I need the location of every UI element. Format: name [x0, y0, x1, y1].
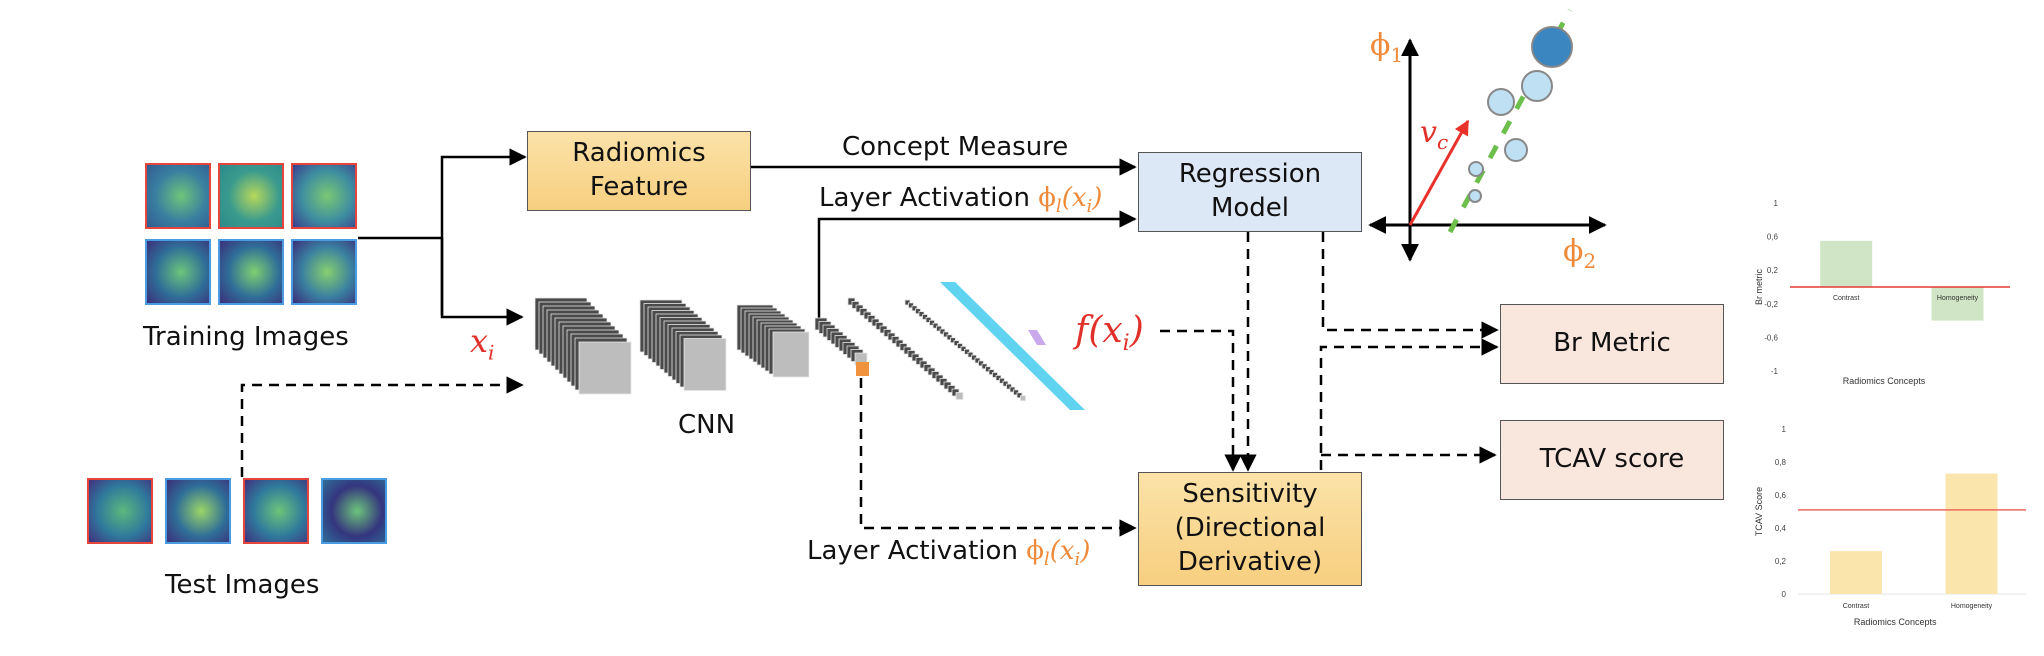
training-image-5: [218, 239, 284, 305]
radiomics-feature-box: Radiomics Feature: [527, 131, 751, 211]
bar-homogeneity: [1945, 473, 1998, 594]
bar-contrast: [1829, 551, 1882, 594]
cnn-architecture: [534, 282, 1085, 410]
phi-l-xi-bottom: ϕl(xi): [1026, 536, 1091, 571]
concept-point-2: [1521, 70, 1553, 102]
output-node: [1028, 330, 1046, 345]
regression-model-box: Regression Model: [1138, 152, 1362, 232]
y-tick-label: 0,6: [1775, 491, 1787, 500]
y-tick-label: -0,6: [1764, 333, 1778, 342]
y-axis-label: TCAV Score: [1754, 487, 1764, 536]
training-image-6: [291, 239, 357, 305]
sensitivity-box: Sensitivity (Directional Derivative): [1138, 472, 1362, 586]
conv-block-3: [736, 304, 810, 378]
y-tick-label: 0,6: [1767, 233, 1779, 242]
y-tick-label: 0,2: [1767, 266, 1779, 275]
concept-measure-label: Concept Measure: [842, 132, 1069, 162]
training-image-4: [145, 239, 211, 305]
dense-layer: [940, 282, 1085, 410]
concept-point-5: [1468, 161, 1484, 177]
training-image-3: [291, 163, 357, 229]
layer-activation-label-top: Layer Activation ϕl(xi): [819, 183, 1102, 217]
cnn-label: CNN: [678, 410, 736, 440]
conv-block-2: [639, 299, 727, 391]
y-axis-label: Br metric: [1754, 269, 1764, 306]
input-symbol-xi: xi: [470, 322, 494, 364]
concept-point-4: [1504, 138, 1528, 162]
arrow-layer-activation-top: [817, 210, 1137, 318]
axis-phi1-label: ϕ1: [1370, 28, 1404, 67]
layer-activation-text: Layer Activation: [819, 183, 1030, 213]
xi-base: x: [470, 322, 489, 360]
concept-space-plot: [1368, 8, 1607, 262]
y-tick-label: -1: [1771, 367, 1779, 376]
test-image-1: [87, 478, 153, 544]
test-image-2: [165, 478, 231, 544]
arrow-test-to-cnn: [240, 376, 524, 477]
x-tick-label: Homogeneity: [1951, 603, 1993, 610]
test-images-label: Test Images: [165, 570, 320, 600]
y-tick-label: 0,8: [1775, 458, 1787, 467]
x-axis-label: Radiomics Concepts: [1843, 376, 1926, 386]
training-image-1: [145, 163, 211, 229]
x-axis-label: Radiomics Concepts: [1854, 617, 1937, 627]
bar-homogeneity: [1931, 287, 1984, 321]
fc-layer-2: [904, 299, 1026, 402]
arrow-layer-activation-bottom: [859, 378, 1137, 537]
model-output-fxi: f(xi): [1075, 310, 1144, 357]
concept-point-1: [1531, 26, 1573, 68]
test-image-3: [243, 478, 309, 544]
y-tick-label: 0: [1782, 590, 1787, 599]
concept-point-3: [1487, 88, 1515, 116]
fc-layer-1: [847, 297, 964, 400]
conv-block-1: [534, 297, 632, 395]
y-tick-label: 1: [1774, 199, 1779, 208]
y-tick-label: 0,4: [1775, 524, 1787, 533]
conv-block-4: [814, 317, 868, 366]
arrow-to-radiomics: [440, 148, 527, 315]
concept-vector: [1408, 119, 1470, 226]
arrow-f-to-sensitivity: [1160, 329, 1242, 472]
y-tick-label: 1: [1782, 425, 1787, 434]
br-metric-chart: Br metric 1 0,6 0,2 -0,2 -0,6 -1 Contrast Homoge…: [1754, 199, 2010, 386]
layer-activation-text: Layer Activation: [807, 536, 1018, 566]
tcav-score-box: TCAV score: [1500, 420, 1724, 500]
x-tick-label: Contrast: [1843, 603, 1870, 610]
test-image-4: [321, 478, 387, 544]
x-tick-label: Contrast: [1833, 295, 1860, 302]
training-image-2: [218, 163, 284, 229]
arrow-sensitivity-to-br: [1319, 338, 1499, 470]
br-metric-box: Br Metric: [1500, 304, 1724, 384]
concept-vector-label: vc: [1420, 115, 1449, 154]
concept-point-6: [1468, 189, 1482, 203]
phi-l-xi-top: ϕl(xi): [1038, 183, 1103, 218]
layer-activation-label-bottom: Layer Activation ϕl(xi): [807, 536, 1090, 570]
bar-contrast: [1820, 240, 1873, 287]
arrow-to-cnn: [440, 238, 524, 326]
training-images-label: Training Images: [143, 322, 349, 352]
xi-sub: i: [488, 340, 495, 365]
y-tick-label: 0,2: [1775, 557, 1787, 566]
arrow-regression-to-br: [1321, 232, 1499, 339]
axis-phi2-label: ϕ2: [1563, 234, 1597, 273]
y-tick-label: -0,2: [1764, 300, 1778, 309]
x-tick-label: Homogeneity: [1937, 295, 1979, 302]
activation-unit-highlight: [856, 362, 869, 376]
